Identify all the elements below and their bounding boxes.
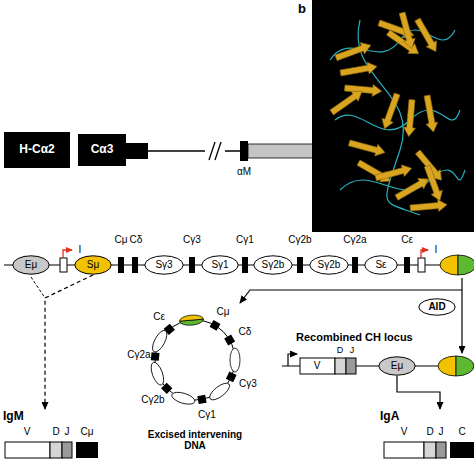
part-label: Cγ1 bbox=[236, 234, 254, 246]
node-text: AID bbox=[428, 301, 445, 313]
node-text: H-Cα2 bbox=[19, 143, 54, 157]
node-text: IgA bbox=[380, 410, 399, 424]
part-label: D bbox=[426, 426, 433, 438]
part-label: D bbox=[337, 345, 344, 355]
part-label: J bbox=[65, 426, 70, 438]
part-label: V bbox=[401, 426, 408, 438]
enzyme-oval: AID bbox=[418, 298, 456, 316]
part-label: Cγ3 bbox=[239, 378, 257, 390]
enhancer-oval: Eμ bbox=[12, 255, 50, 275]
part-label: I bbox=[79, 244, 82, 256]
part-label: b bbox=[298, 2, 306, 17]
connector-arrow bbox=[397, 376, 440, 409]
part-label: Cε bbox=[401, 234, 413, 246]
recombined-locus bbox=[282, 354, 474, 376]
node-text: IgM bbox=[3, 410, 24, 424]
switch-region-oval: Sμ bbox=[74, 255, 112, 275]
part-label: J bbox=[439, 426, 444, 438]
part-label: αM bbox=[237, 166, 251, 178]
part-label: Cγ1 bbox=[198, 409, 216, 421]
part-label: Cμ bbox=[217, 306, 230, 318]
part-label: Cγ3 bbox=[183, 234, 201, 246]
transcript-strips bbox=[5, 442, 474, 458]
part-label: Cμ bbox=[81, 426, 94, 438]
protein-structure bbox=[312, 0, 474, 232]
part-label: J bbox=[350, 345, 355, 355]
node-text: Sγ1 bbox=[211, 259, 228, 271]
part-label: Cγ2b bbox=[141, 394, 164, 406]
part-label: Excised intervening DNA bbox=[143, 429, 247, 452]
node-text: Sε bbox=[375, 259, 386, 271]
part-label: Cδ bbox=[130, 234, 143, 246]
part-label: Cμ bbox=[115, 234, 128, 246]
switch-region-oval: Sε bbox=[364, 255, 398, 275]
node-text: Sγ2b bbox=[318, 259, 341, 271]
node-text: Cα3 bbox=[91, 143, 114, 157]
node-text: Eμ bbox=[25, 259, 37, 271]
exon-box: H-Cα2 bbox=[4, 132, 70, 168]
part-label: D bbox=[52, 426, 59, 438]
part-label: V bbox=[314, 360, 321, 372]
part-label: Cγ2a bbox=[343, 234, 366, 246]
part-label: Recombined CH locus bbox=[296, 331, 413, 344]
part-label: I bbox=[435, 244, 438, 256]
node-text: Sμ bbox=[87, 259, 99, 271]
part-label: Cε bbox=[153, 311, 165, 323]
connector-arrow bbox=[45, 275, 93, 409]
switch-region-oval: Sγ2b bbox=[253, 255, 293, 275]
switch-region-oval: Sγ2b bbox=[309, 255, 349, 275]
part-label: Cγ2a bbox=[127, 349, 150, 361]
switch-region-oval: Sγ1 bbox=[201, 255, 239, 275]
exon-box: Cα3 bbox=[78, 134, 126, 166]
enhancer-oval: Eμ bbox=[378, 356, 416, 376]
node-text: Eμ bbox=[391, 360, 403, 372]
excised-circle bbox=[149, 314, 240, 406]
node-text: Sγ3 bbox=[155, 259, 172, 271]
germline-locus bbox=[4, 250, 474, 275]
node-text: Sγ2b bbox=[262, 259, 285, 271]
part-label: V bbox=[24, 426, 31, 438]
switch-region-oval: Sγ3 bbox=[144, 255, 184, 275]
part-label: Cδ bbox=[239, 326, 252, 338]
part-label: Cγ2b bbox=[288, 234, 311, 246]
part-label: C bbox=[458, 426, 465, 438]
switch-arrows bbox=[31, 277, 462, 353]
